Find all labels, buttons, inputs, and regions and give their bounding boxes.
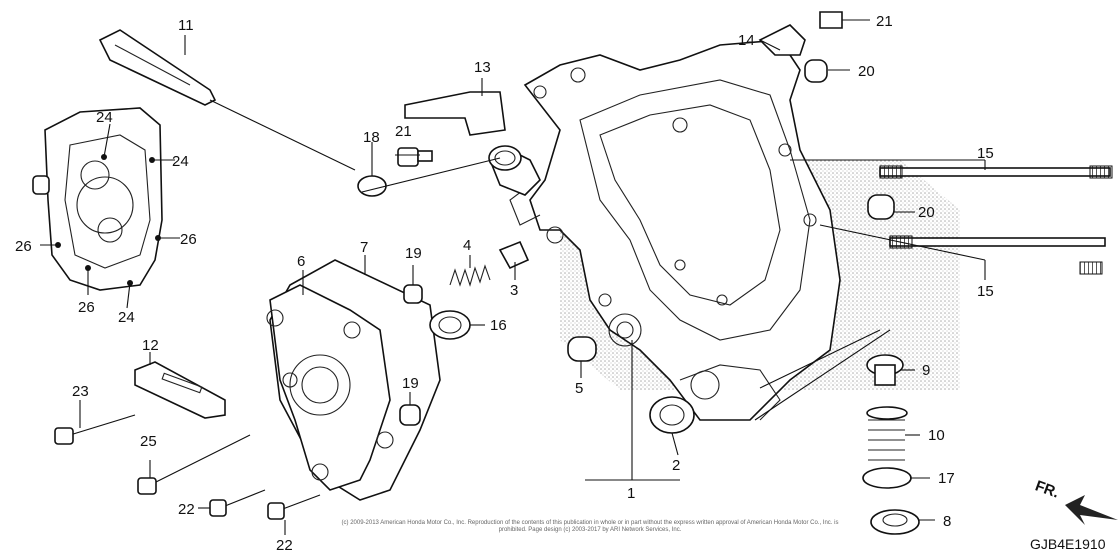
callout-18: 18 bbox=[363, 129, 380, 146]
callout-21-upper: 21 bbox=[876, 13, 893, 30]
callout-11: 11 bbox=[178, 17, 194, 34]
bolt-21-left bbox=[397, 147, 433, 167]
dipstick bbox=[98, 29, 356, 171]
callout-24-bottom: 24 bbox=[118, 309, 135, 326]
crankcase-cover bbox=[266, 259, 441, 501]
callout-2: 2 bbox=[672, 457, 680, 474]
callout-23: 23 bbox=[72, 383, 89, 400]
bolts-lower-left bbox=[54, 414, 321, 520]
leader-lines bbox=[40, 19, 986, 535]
callout-19-lower: 19 bbox=[402, 375, 419, 392]
callout-13: 13 bbox=[474, 59, 491, 76]
callout-10: 10 bbox=[928, 427, 945, 444]
crankcase-right bbox=[488, 39, 841, 421]
callout-9: 9 bbox=[922, 362, 930, 379]
callout-20-lower: 20 bbox=[918, 204, 935, 221]
diagram-code: GJB4E1910 bbox=[1030, 536, 1106, 552]
callout-3: 3 bbox=[510, 282, 518, 299]
dowel-pins bbox=[804, 59, 895, 220]
callout-25: 25 bbox=[140, 433, 157, 450]
callout-labels: 1 2 3 4 5 6 7 8 9 10 11 12 13 14 15 15 1… bbox=[15, 13, 994, 554]
callout-24-upper: 24 bbox=[96, 109, 113, 126]
callout-12: 12 bbox=[142, 337, 159, 354]
oil-strainer-stack bbox=[862, 354, 920, 535]
callout-22-bottom: 22 bbox=[276, 537, 293, 554]
callout-17: 17 bbox=[938, 470, 955, 487]
callout-7: 7 bbox=[360, 239, 368, 256]
callout-20-upper: 20 bbox=[858, 63, 875, 80]
o-ring bbox=[357, 175, 387, 197]
small-parts-center bbox=[399, 240, 530, 426]
callout-6: 6 bbox=[297, 253, 305, 270]
callout-26-bottom: 26 bbox=[78, 299, 95, 316]
copyright-notice: (c) 2009-2013 American Honda Motor Co., … bbox=[341, 520, 839, 533]
callout-4: 4 bbox=[463, 237, 471, 254]
callout-16: 16 bbox=[490, 317, 507, 334]
callout-15-upper: 15 bbox=[977, 145, 994, 162]
plate bbox=[134, 361, 226, 419]
callout-14: 14 bbox=[738, 32, 755, 49]
callout-21-left: 21 bbox=[395, 123, 412, 140]
bearing-and-collar bbox=[567, 336, 695, 434]
callout-26-right: 26 bbox=[180, 231, 197, 248]
crankcase-left-view bbox=[32, 107, 163, 291]
callout-22-left: 22 bbox=[178, 501, 195, 518]
callout-15-lower: 15 bbox=[977, 283, 994, 300]
callout-1: 1 bbox=[627, 485, 635, 502]
callout-26-left: 26 bbox=[15, 238, 32, 255]
callout-19-upper: 19 bbox=[405, 245, 422, 262]
front-indicator-label: FR. bbox=[1033, 477, 1062, 501]
stud-bolts bbox=[879, 165, 1113, 275]
callout-8: 8 bbox=[943, 513, 951, 530]
bracket bbox=[404, 91, 506, 136]
front-direction-indicator: FR. bbox=[1033, 477, 1118, 525]
callout-5: 5 bbox=[575, 380, 583, 397]
bracket-and-bolt-top bbox=[758, 11, 843, 56]
callout-24-right: 24 bbox=[172, 153, 189, 170]
